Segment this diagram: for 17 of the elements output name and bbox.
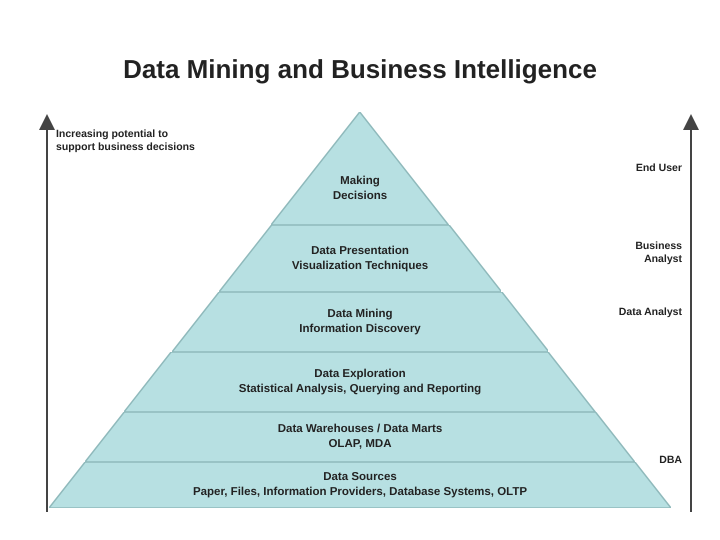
layer-subtitle: Paper, Files, Information Providers, Database Systems, OLTP	[192, 485, 528, 500]
layer-title: Data Exploration	[314, 367, 406, 382]
layer-subtitle: OLAP, MDA	[328, 437, 392, 452]
role-label: Data Analyst	[618, 306, 682, 320]
layer-title: Data Warehouses / Data Marts	[278, 422, 442, 437]
layer-title: Data Sources	[323, 470, 397, 485]
role-label: Business Analyst	[634, 240, 682, 266]
role-label: End User	[634, 162, 682, 176]
layer-subtitle: Visualization Techniques	[292, 258, 428, 274]
layer-title: Making Decisions	[332, 174, 388, 204]
diagram-title: Data Mining and Business Intelligence	[122, 54, 598, 85]
role-label: DBA	[658, 454, 682, 468]
layer-subtitle: Statistical Analysis, Querying and Reporting	[238, 382, 482, 397]
layer-subtitle: Information Discovery	[299, 322, 421, 337]
axis-note: Increasing potential to support business decisions	[56, 128, 196, 154]
layer-title: Data Mining	[327, 307, 393, 322]
layer-title: Data Presentation	[311, 244, 409, 258]
